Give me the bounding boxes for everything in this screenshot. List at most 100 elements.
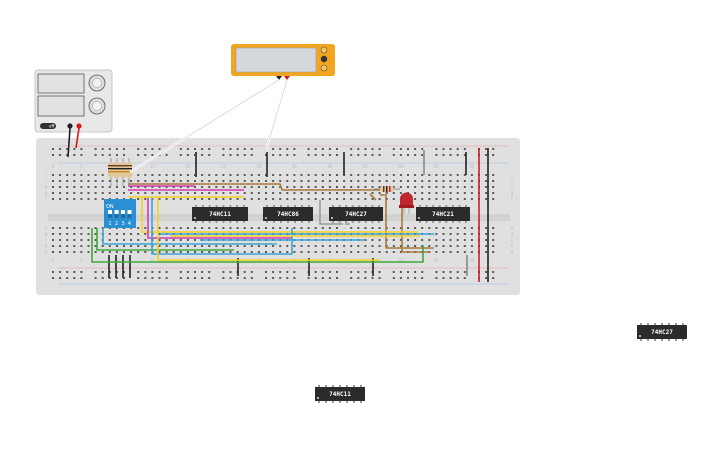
column-number-label: 40 [327, 164, 333, 169]
red-led[interactable] [399, 192, 414, 215]
wire-brown[interactable] [128, 183, 380, 191]
row-letter-label: c [511, 238, 513, 243]
wire-red-power[interactable] [75, 127, 80, 149]
column-number-label: 15 [150, 258, 156, 263]
wire-brown[interactable] [380, 194, 434, 249]
column-number-label: 1 [52, 258, 55, 263]
chip-body [315, 387, 365, 401]
dip-position-label: 3 [121, 221, 124, 227]
wire-yellow[interactable] [141, 198, 418, 233]
row-letter-label: a [45, 250, 48, 255]
row-letter-label: f [45, 197, 47, 202]
power-supply-terminal-negative[interactable] [67, 123, 73, 129]
wire-brown[interactable] [401, 195, 430, 253]
chip-body [416, 207, 470, 221]
chip-74hc11[interactable]: 74HC11 [192, 205, 248, 223]
pin-1-marker [418, 217, 420, 219]
column-number-label: 5 [80, 258, 83, 263]
row-letter-label: b [45, 244, 48, 249]
power-supply-terminal-positive[interactable] [76, 123, 82, 129]
chip-74hc27[interactable]: 74HC27 [329, 205, 383, 223]
wire-green[interactable] [91, 228, 424, 263]
column-number-label: 45 [363, 164, 369, 169]
loose-chip-74hc27[interactable]: 74HC27 [637, 323, 687, 341]
power-supply-off-label: off [49, 124, 54, 129]
column-number-label: 25 [221, 164, 227, 169]
power-supply-off-switch[interactable] [40, 123, 56, 129]
row-letter-label: g [511, 191, 514, 196]
wire-gray[interactable] [319, 200, 350, 225]
resistor[interactable] [120, 162, 126, 178]
row-letter-label: f [511, 197, 513, 202]
signal-wires[interactable] [91, 183, 434, 263]
column-number-label: 60 [469, 258, 475, 263]
ground-jumpers[interactable] [108, 148, 489, 282]
chip-body [637, 325, 687, 339]
multimeter-mode-dial[interactable] [320, 46, 328, 54]
pin-1-marker [331, 217, 333, 219]
power-supply-display-current [37, 95, 85, 117]
column-number-label: 20 [185, 164, 191, 169]
multimeter-mode-dial[interactable] [320, 55, 328, 63]
loose-chip-74hc11[interactable]: 74HC11 [315, 385, 365, 403]
wire-blue[interactable] [102, 228, 277, 245]
led-resistor[interactable] [374, 186, 400, 192]
resistor[interactable] [108, 162, 114, 178]
loose-ic-chips[interactable]: 74HC27 74HC11 [315, 323, 687, 403]
row-letter-label: i [45, 179, 46, 184]
pin-1-marker [194, 217, 196, 219]
row-letter-label: b [511, 244, 514, 249]
column-number-label: 15 [150, 164, 156, 169]
wire-brown[interactable] [369, 193, 377, 201]
chip-body [192, 207, 248, 221]
row-letter-label: g [45, 191, 48, 196]
column-number-label: 55 [434, 258, 440, 263]
pin-1-marker [317, 397, 319, 399]
column-number-label: 35 [292, 164, 298, 169]
multimeter-probe-red[interactable] [284, 76, 290, 80]
dip-position-label: 1 [108, 221, 111, 227]
power-supply-display-voltage [37, 73, 85, 94]
multimeter-mode-dial[interactable] [320, 64, 328, 72]
column-number-label: 10 [114, 258, 120, 263]
multimeter[interactable] [231, 44, 335, 80]
wire-yellow[interactable] [157, 198, 380, 261]
column-number-label: 1 [52, 164, 55, 169]
column-number-label: 55 [434, 164, 440, 169]
row-letter-label: i [511, 179, 512, 184]
dip-switch-on-label: ON [106, 204, 114, 210]
wire-magenta[interactable] [147, 198, 292, 239]
resistor-array[interactable] [108, 158, 132, 186]
row-letter-label: d [45, 232, 48, 237]
wire-black-power[interactable] [67, 127, 71, 158]
row-letter-label: j [44, 173, 46, 178]
chip-74hc86[interactable]: 74HC86 [263, 205, 313, 223]
column-number-label: 50 [398, 164, 404, 169]
chip-label: 74HC27 [345, 211, 367, 218]
chip-label: 74HC86 [277, 211, 299, 218]
power-supply[interactable]: off [34, 69, 113, 133]
row-letter-label: d [511, 232, 514, 237]
dip-position-label: 2 [115, 221, 118, 227]
column-number-label: 60 [469, 164, 475, 169]
ic-chips[interactable]: 74HC11 74HC86 74HC27 74HC21 [192, 205, 470, 223]
dip-position-label: 4 [128, 221, 131, 227]
pin-1-marker [639, 335, 641, 337]
row-letter-label: e [45, 226, 48, 231]
multimeter-screen [235, 47, 317, 73]
wire-blue[interactable] [151, 198, 293, 255]
pin-1-marker [265, 217, 267, 219]
wire-green[interactable] [96, 228, 234, 251]
row-letter-label: e [511, 226, 514, 231]
chip-74hc21[interactable]: 74HC21 [416, 205, 470, 223]
row-letter-label: a [511, 250, 514, 255]
resistor[interactable] [114, 162, 120, 178]
chip-label: 74HC11 [209, 211, 231, 218]
column-number-label: 30 [256, 164, 262, 169]
chip-body [329, 207, 383, 221]
multimeter-probe-black[interactable] [276, 76, 282, 80]
chip-label: 74HC27 [651, 329, 673, 336]
